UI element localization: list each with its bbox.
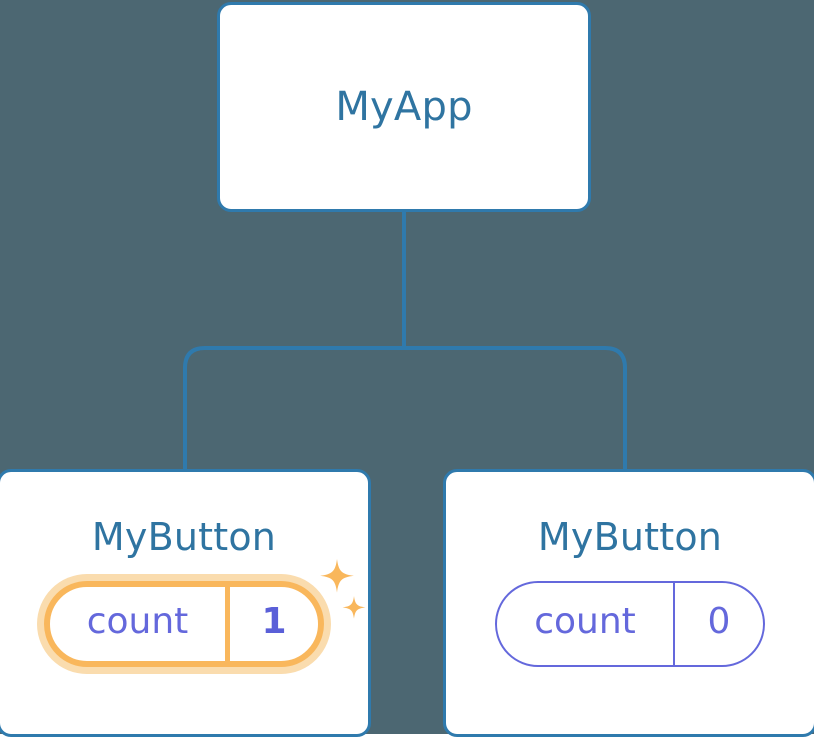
connector-branch-left (183, 346, 404, 470)
state-pill-left-key: count (86, 601, 189, 642)
sparkle-icon-small (342, 596, 366, 619)
node-mybutton-left[interactable]: MyButton count 1 (0, 469, 371, 737)
state-pill-right-wrap: count 0 (495, 581, 765, 667)
state-pill-right[interactable]: count 0 (495, 581, 765, 667)
node-mybutton-right-title: MyButton (537, 515, 723, 559)
state-pill-left-value: 1 (261, 601, 287, 642)
node-myapp[interactable]: MyApp (217, 2, 591, 212)
state-pill-right-value: 0 (707, 601, 731, 642)
node-myapp-title: MyApp (335, 84, 473, 130)
state-pill-right-key: count (534, 601, 636, 642)
connector-branch-right (404, 346, 627, 470)
node-mybutton-left-title: MyButton (91, 515, 277, 559)
state-pill-left[interactable]: count 1 (44, 581, 324, 667)
sparkle-icon-large (320, 559, 354, 593)
state-pill-right-divider (673, 583, 675, 665)
state-pill-left-divider (225, 587, 230, 661)
node-mybutton-right[interactable]: MyButton count 0 (443, 469, 814, 737)
state-pill-left-wrap: count 1 (44, 559, 366, 667)
